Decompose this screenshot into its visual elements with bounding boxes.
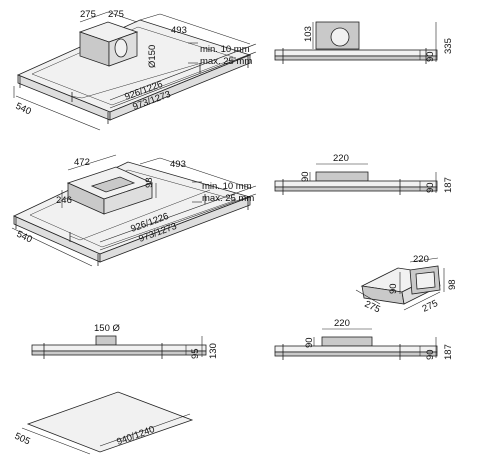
dim-box-width: 220 (333, 153, 349, 164)
dim-box-height: 90 (300, 171, 311, 182)
dim-box-height: 98 (144, 177, 155, 188)
dim-cutout-width: 505 (13, 431, 32, 448)
iso-view-rect-box: 472 98 246 493 min. 10 mm max. 25 mm 926… (11, 154, 257, 267)
gap-max: max. 25 mm (202, 193, 254, 204)
adapter-iso-view: 220 98 90 275 275 (355, 254, 458, 316)
dim-body-height: 90 (425, 182, 436, 193)
dim-total-height: 335 (443, 38, 454, 54)
side-view-box-low: 220 90 90 187 (274, 318, 454, 360)
dim-box-depth: 246 (56, 195, 72, 206)
ceiling-cutout: 505 940/1240 (13, 391, 194, 455)
iso-view-round-outlet: 275 275 493 Ø150 min. 10 mm max. 25 mm 9… (13, 9, 257, 131)
dim-total-height: 187 (443, 344, 454, 360)
dim-width: 540 (14, 101, 33, 118)
dim-duct-width-a: 275 (80, 9, 96, 20)
dim-body-height: 90 (425, 51, 436, 62)
dim-box-height: 90 (304, 337, 315, 348)
dim-depth: 493 (171, 25, 187, 36)
dim-outlet: 150 Ø (94, 323, 120, 334)
dim-total-height: 130 (208, 343, 219, 359)
dim-box-height: 103 (303, 26, 314, 42)
dim-adapter-width: 220 (413, 254, 429, 265)
dim-box-width: 220 (334, 318, 350, 329)
gap-min: min. 10 mm (202, 181, 252, 192)
dim-box-length: 472 (74, 157, 90, 168)
side-view-rect-box: 220 90 90 187 (274, 153, 454, 195)
dim-round-outlet: Ø150 (147, 45, 158, 68)
dim-duct-width-b: 275 (108, 9, 124, 20)
dim-adapter-depth-a: 275 (363, 299, 382, 316)
side-view-round-outlet: 103 90 335 (274, 21, 454, 64)
gap-max: max. 25 mm (200, 56, 252, 67)
dim-total-height: 187 (443, 177, 454, 193)
gap-min: min. 10 mm (200, 44, 250, 55)
dim-adapter-height: 98 (447, 279, 458, 290)
dim-body-height: 90 (425, 349, 436, 360)
dim-body-height: 95 (190, 348, 201, 359)
side-view-outlet: 150 Ø 95 130 (31, 323, 219, 359)
dim-adapter-side-height: 90 (388, 283, 399, 294)
dim-depth: 493 (170, 159, 186, 170)
